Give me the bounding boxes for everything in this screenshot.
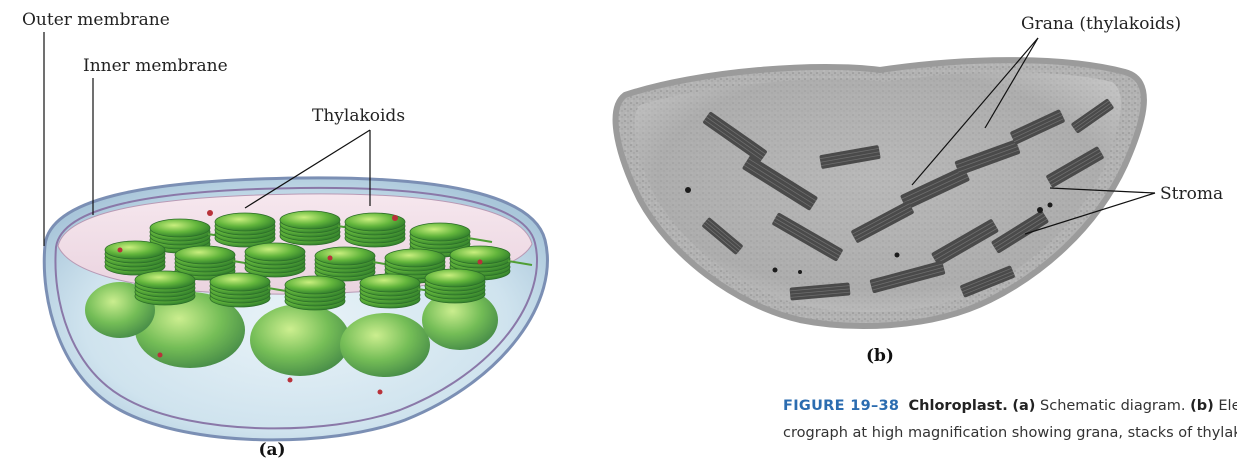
panel-a-schematic — [44, 178, 547, 440]
panel-b-label: (b) — [866, 346, 894, 366]
thylakoid-stack — [135, 271, 195, 305]
caption-part-a-marker: (a) — [1012, 398, 1035, 414]
thylakoid-stack — [285, 276, 345, 310]
caption-line-1: FIGURE 19–38 Chloroplast. (a) Schematic … — [783, 393, 1237, 420]
figure-title: Chloroplast. — [909, 398, 1008, 414]
figure-number: FIGURE 19–38 — [783, 398, 899, 414]
thylakoid-stack — [245, 243, 305, 277]
figure-caption: FIGURE 19–38 Chloroplast. (a) Schematic … — [783, 393, 1237, 457]
thylakoids-label: Thylakoids — [312, 106, 405, 126]
thylakoid-stack — [215, 213, 275, 247]
outer-membrane-label: Outer membrane — [22, 10, 170, 30]
inner-membrane-label: Inner membrane — [83, 56, 228, 76]
thylakoid-stack — [425, 269, 485, 303]
panel-a-label: (a) — [258, 440, 285, 460]
panel-b-micrograph — [616, 60, 1144, 326]
caption-part-b-marker: (b) — [1190, 398, 1214, 414]
thylakoid-stack — [105, 241, 165, 275]
grana-label: Grana (thylakoids) — [1021, 14, 1181, 34]
stroma-label: Stroma — [1160, 184, 1223, 204]
caption-line-2: crograph at high magnification showing g… — [783, 420, 1237, 447]
caption-part-a-text: Schematic diagram. — [1040, 398, 1186, 414]
caption-part-b-text: Electron m — [1218, 398, 1237, 414]
